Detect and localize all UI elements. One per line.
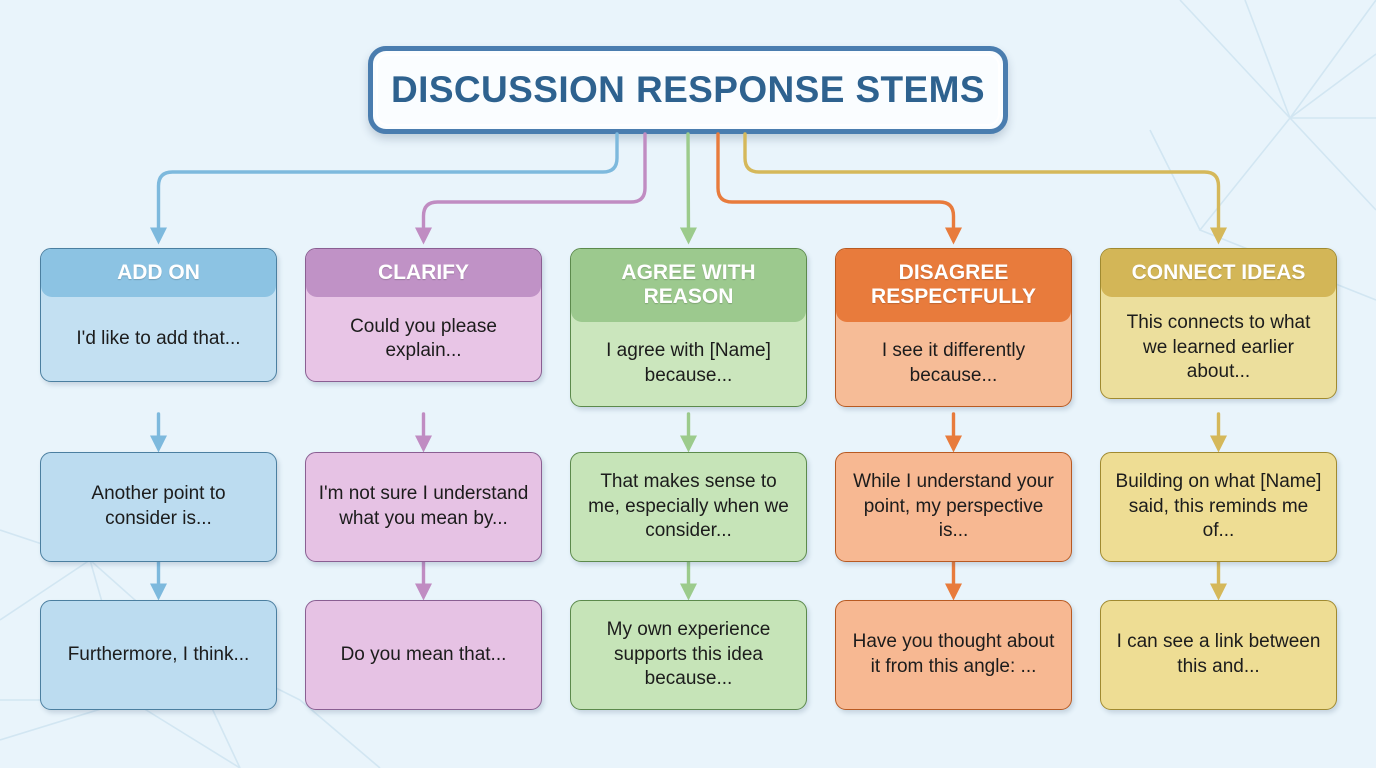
category-header-clarify: CLARIFY xyxy=(306,249,541,298)
stem-card[interactable]: Another point to consider is... xyxy=(40,452,277,562)
column-agree-with-reason: AGREE WITH REASON I agree with [Name] bec… xyxy=(570,248,807,407)
column-clarify: CLARIFY Could you please explain... xyxy=(305,248,542,383)
stem-text: Furthermore, I think... xyxy=(67,643,250,665)
category-card-add-on[interactable]: ADD ON I'd like to add that... xyxy=(40,248,277,383)
category-card-connect-ideas[interactable]: CONNECT IDEAS This connects to what we le… xyxy=(1100,248,1337,400)
stem-text: I can see a link between this and... xyxy=(1116,631,1321,677)
stem-text: I'd like to add that... xyxy=(76,328,241,350)
column-disagree-respectfully: DISAGREE RESPECTFULLY I see it differentl… xyxy=(835,248,1072,407)
category-header-connect-ideas: CONNECT IDEAS xyxy=(1101,249,1336,298)
stem-text: I'm not sure I understand what you mean … xyxy=(318,483,529,529)
stem-card[interactable]: While I understand your point, my perspe… xyxy=(835,452,1072,562)
stem-text: Another point to consider is... xyxy=(91,483,226,529)
diagram-title-box: DISCUSSION RESPONSE STEMS xyxy=(368,46,1008,134)
stem-card[interactable]: Have you thought about it from this angl… xyxy=(835,600,1072,710)
column-connect-ideas: CONNECT IDEAS This connects to what we le… xyxy=(1100,248,1337,400)
stem-card[interactable]: I can see a link between this and... xyxy=(1100,600,1337,710)
stem-card[interactable]: I'm not sure I understand what you mean … xyxy=(305,452,542,562)
stem-card[interactable]: My own experience supports this idea bec… xyxy=(570,600,807,710)
stem-text: This connects to what we learned earlier… xyxy=(1126,312,1311,382)
stem-text: Do you mean that... xyxy=(340,643,507,665)
stem-card[interactable]: That makes sense to me, especially when … xyxy=(570,452,807,562)
category-card-agree-with-reason[interactable]: AGREE WITH REASON I agree with [Name] bec… xyxy=(570,248,807,407)
stem-text: While I understand your point, my perspe… xyxy=(853,470,1054,542)
category-header-add-on: ADD ON xyxy=(41,249,276,298)
category-header-disagree-respectfully: DISAGREE RESPECTFULLY xyxy=(836,249,1071,322)
category-header-agree-with-reason: AGREE WITH REASON xyxy=(571,249,806,322)
stem-card[interactable]: Do you mean that... xyxy=(305,600,542,710)
stem-text: Have you thought about it from this angl… xyxy=(852,631,1055,677)
stem-text: That makes sense to me, especially when … xyxy=(588,470,789,542)
stem-text: My own experience supports this idea bec… xyxy=(606,618,771,690)
category-card-clarify[interactable]: CLARIFY Could you please explain... xyxy=(305,248,542,383)
stem-card[interactable]: Building on what [Name] said, this remin… xyxy=(1100,452,1337,562)
page-title: DISCUSSION RESPONSE STEMS xyxy=(391,69,985,110)
category-card-disagree-respectfully[interactable]: DISAGREE RESPECTFULLY I see it differentl… xyxy=(835,248,1072,407)
stem-text: I see it differently because... xyxy=(881,340,1026,386)
stem-text: I agree with [Name] because... xyxy=(606,340,771,386)
stem-text: Building on what [Name] said, this remin… xyxy=(1115,470,1322,542)
stem-text: Could you please explain... xyxy=(350,316,497,362)
stem-card[interactable]: Furthermore, I think... xyxy=(40,600,277,710)
column-add-on: ADD ON I'd like to add that... xyxy=(40,248,277,383)
